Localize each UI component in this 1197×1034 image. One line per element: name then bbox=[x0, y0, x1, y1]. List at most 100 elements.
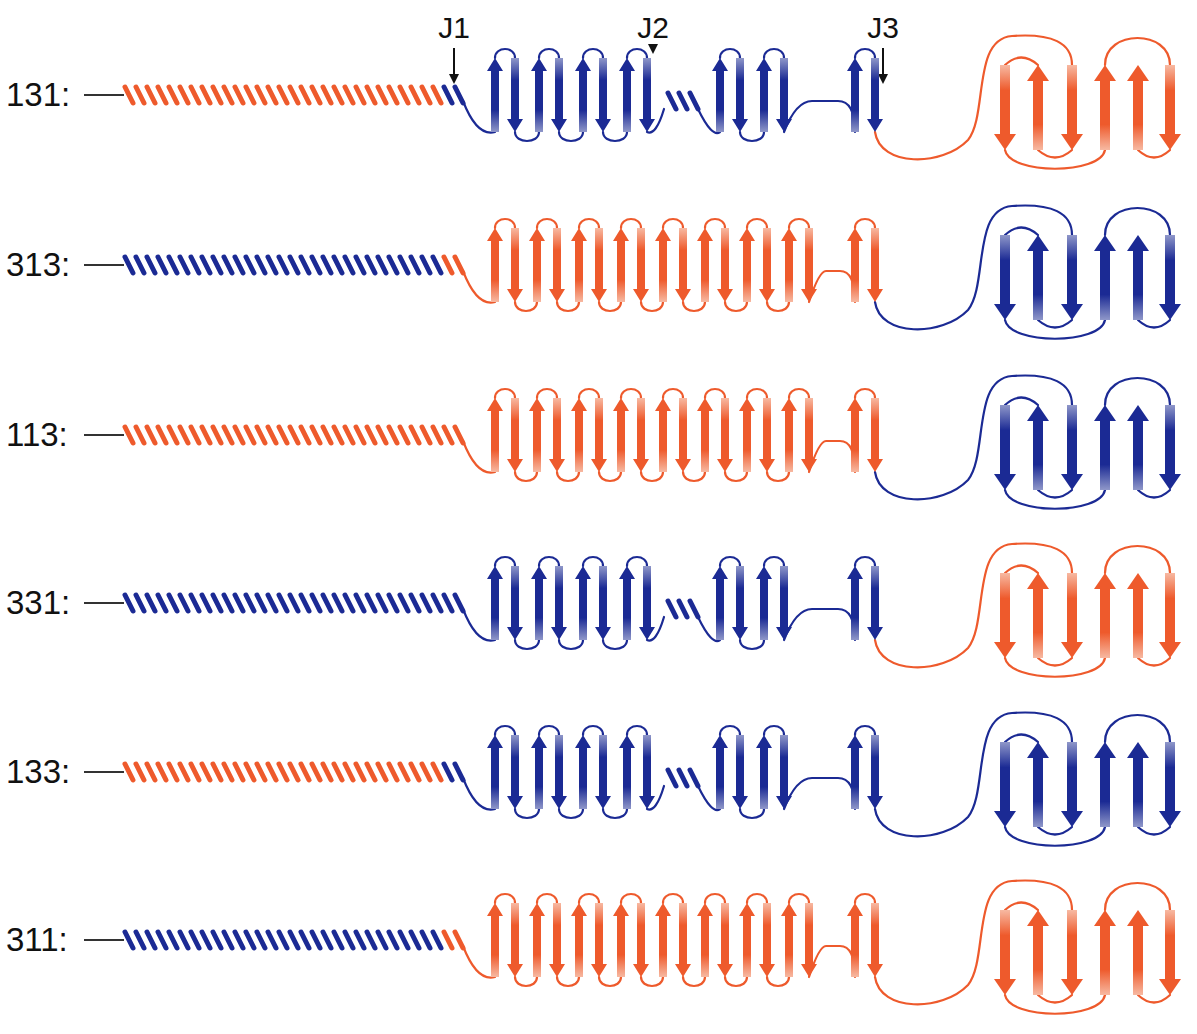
beta-strand bbox=[1127, 910, 1149, 995]
loop-line bbox=[539, 557, 559, 566]
beta-strand bbox=[619, 566, 635, 640]
construct-label: 133: bbox=[6, 754, 70, 790]
loop-line bbox=[463, 946, 495, 978]
beta-strand bbox=[847, 735, 863, 809]
helix-turn bbox=[169, 257, 177, 273]
helix-turn bbox=[191, 257, 199, 273]
loop-line bbox=[1105, 883, 1170, 910]
helix-turn bbox=[378, 595, 386, 611]
loop-line bbox=[764, 557, 784, 566]
beta-strand bbox=[1127, 65, 1149, 150]
loop-line bbox=[579, 219, 599, 228]
helix-turn bbox=[323, 932, 331, 948]
beta-strand bbox=[507, 398, 523, 472]
helix-turn bbox=[268, 427, 276, 443]
helix-turn bbox=[679, 93, 687, 109]
loop-line bbox=[1105, 715, 1170, 742]
beta-strand bbox=[1061, 65, 1083, 150]
beta-strand bbox=[613, 903, 629, 977]
beta-strand bbox=[571, 228, 587, 302]
helix-turn bbox=[367, 764, 375, 780]
junction-label: J2 bbox=[637, 11, 669, 44]
helix-turn bbox=[422, 257, 430, 273]
loop-line bbox=[740, 640, 764, 649]
helix-turn bbox=[301, 764, 309, 780]
helix-turn bbox=[433, 87, 441, 103]
beta-strand bbox=[1094, 910, 1116, 995]
loop-line bbox=[855, 389, 875, 398]
loop-line bbox=[1105, 378, 1170, 405]
loop-line bbox=[641, 472, 663, 481]
helix-turn bbox=[224, 764, 232, 780]
loop-line bbox=[663, 219, 683, 228]
loop-line bbox=[705, 219, 725, 228]
helix-turn bbox=[378, 257, 386, 273]
helix-turn bbox=[690, 93, 698, 109]
helix-turn bbox=[180, 427, 188, 443]
loop-line bbox=[1038, 150, 1072, 158]
junction-arrow bbox=[453, 48, 455, 76]
loop-line bbox=[559, 809, 583, 818]
helix-turn bbox=[158, 87, 166, 103]
helix-turn bbox=[147, 932, 155, 948]
helix-turn bbox=[180, 932, 188, 948]
loop-line bbox=[1138, 320, 1170, 328]
helix-turn bbox=[268, 764, 276, 780]
beta-strand bbox=[1027, 742, 1049, 827]
helix-turn bbox=[433, 932, 441, 948]
helix-turn bbox=[367, 257, 375, 273]
helix-turn bbox=[257, 764, 265, 780]
beta-strand bbox=[507, 903, 523, 977]
helix-turn bbox=[224, 87, 232, 103]
loop-line bbox=[1038, 320, 1072, 328]
beta-strand bbox=[1127, 742, 1149, 827]
helix-turn bbox=[191, 764, 199, 780]
loop-line bbox=[767, 302, 789, 311]
helix-turn bbox=[323, 87, 331, 103]
helix-turn bbox=[334, 595, 342, 611]
helix-turn bbox=[455, 595, 463, 611]
loop-line bbox=[1038, 490, 1072, 498]
loop-line bbox=[583, 49, 603, 58]
beta-strand bbox=[1061, 405, 1083, 490]
loop-line bbox=[855, 726, 875, 735]
helix-turn bbox=[147, 87, 155, 103]
helix-turn bbox=[125, 764, 133, 780]
helix-turn bbox=[147, 427, 155, 443]
loop-line bbox=[1105, 546, 1170, 573]
beta-strand bbox=[712, 58, 728, 132]
beta-strand bbox=[1159, 65, 1181, 150]
helix-turn bbox=[334, 427, 342, 443]
helix-turn bbox=[389, 932, 397, 948]
beta-strand bbox=[732, 58, 748, 132]
loop-line bbox=[515, 472, 537, 481]
loop-line bbox=[1005, 58, 1038, 66]
junction-arrowhead bbox=[878, 74, 888, 84]
beta-strand bbox=[595, 58, 611, 132]
loop-line bbox=[1138, 490, 1170, 498]
loop-line bbox=[559, 132, 583, 141]
helix-turn bbox=[444, 595, 452, 611]
helix-turn bbox=[433, 595, 441, 611]
helix-turn bbox=[235, 595, 243, 611]
loop-line bbox=[1105, 208, 1170, 235]
beta-strand bbox=[697, 398, 713, 472]
beta-strand bbox=[1094, 65, 1116, 150]
beta-strand bbox=[867, 228, 883, 302]
beta-strand bbox=[732, 735, 748, 809]
loop-line bbox=[747, 219, 767, 228]
helix-turn bbox=[367, 427, 375, 443]
beta-strand bbox=[633, 398, 649, 472]
helix-turn bbox=[191, 87, 199, 103]
helix-turn bbox=[356, 427, 364, 443]
helix-turn bbox=[169, 764, 177, 780]
helix-turn bbox=[257, 932, 265, 948]
helix-turn bbox=[246, 257, 254, 273]
helix-turn bbox=[433, 257, 441, 273]
beta-strand bbox=[1027, 65, 1049, 150]
loop-line bbox=[809, 441, 855, 472]
loop-line bbox=[599, 977, 621, 986]
helix-turn bbox=[290, 932, 298, 948]
loop-line bbox=[875, 712, 1072, 836]
beta-strand bbox=[801, 228, 817, 302]
